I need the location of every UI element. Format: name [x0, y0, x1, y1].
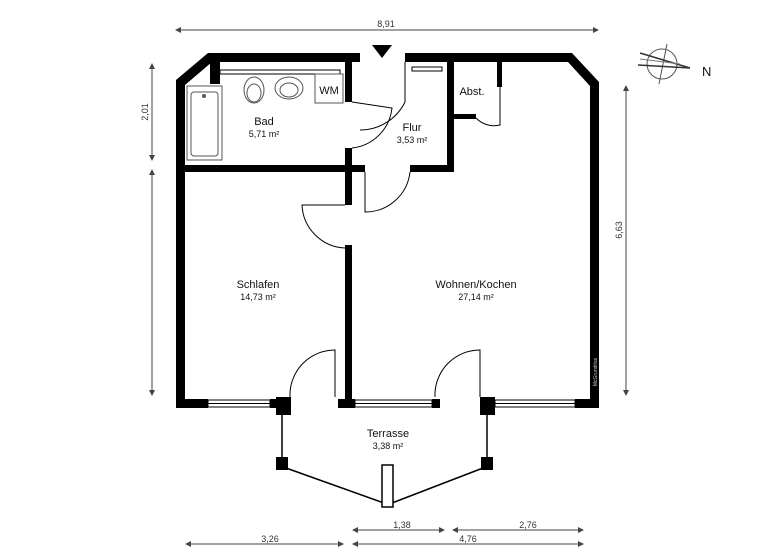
washing-machine-icon [314, 73, 344, 104]
compass-north-label: N [702, 64, 711, 79]
bathroom-fixtures: WM [186, 73, 344, 161]
room-name-terrasse: Terrasse [367, 428, 409, 440]
interior-walls [185, 62, 502, 399]
washing-machine-label: WM [319, 85, 339, 97]
dimension-bottom-2: 2,76 [519, 520, 537, 530]
room-area-schlafen: 14,73 m² [240, 292, 276, 302]
dimension-bottom-3: 3,26 [261, 534, 279, 544]
dimension-lines: 8,91 2,01 6,63 1,38 2,76 3,26 4,76 [140, 19, 629, 547]
terrace [276, 397, 495, 508]
dimension-top: 8,91 [377, 19, 395, 29]
outer-walls [176, 53, 599, 408]
room-area-wohnen-kochen: 27,14 m² [458, 292, 494, 302]
room-area-bad: 5,71 m² [249, 129, 280, 139]
room-area-terrasse: 3,38 m² [373, 441, 404, 451]
dimension-bottom-1: 1,38 [393, 520, 411, 530]
watermark: McGrundriss [593, 357, 599, 386]
dimension-right: 6,63 [614, 221, 624, 239]
room-name-flur: Flur [403, 122, 422, 134]
entrance-arrow-icon [372, 45, 392, 58]
compass-north-icon [637, 43, 691, 85]
room-name-schlafen: Schlafen [237, 279, 280, 291]
room-name-bad: Bad [254, 116, 274, 128]
doors [289, 45, 501, 398]
room-name-wohnen-kochen: Wohnen/Kochen [435, 279, 516, 291]
dimension-left-upper: 2,01 [140, 103, 150, 121]
dimension-bottom-4: 4,76 [459, 534, 477, 544]
room-name-abstellraum: Abst. [459, 86, 484, 98]
windows [207, 66, 576, 408]
room-area-flur: 3,53 m² [397, 135, 428, 145]
